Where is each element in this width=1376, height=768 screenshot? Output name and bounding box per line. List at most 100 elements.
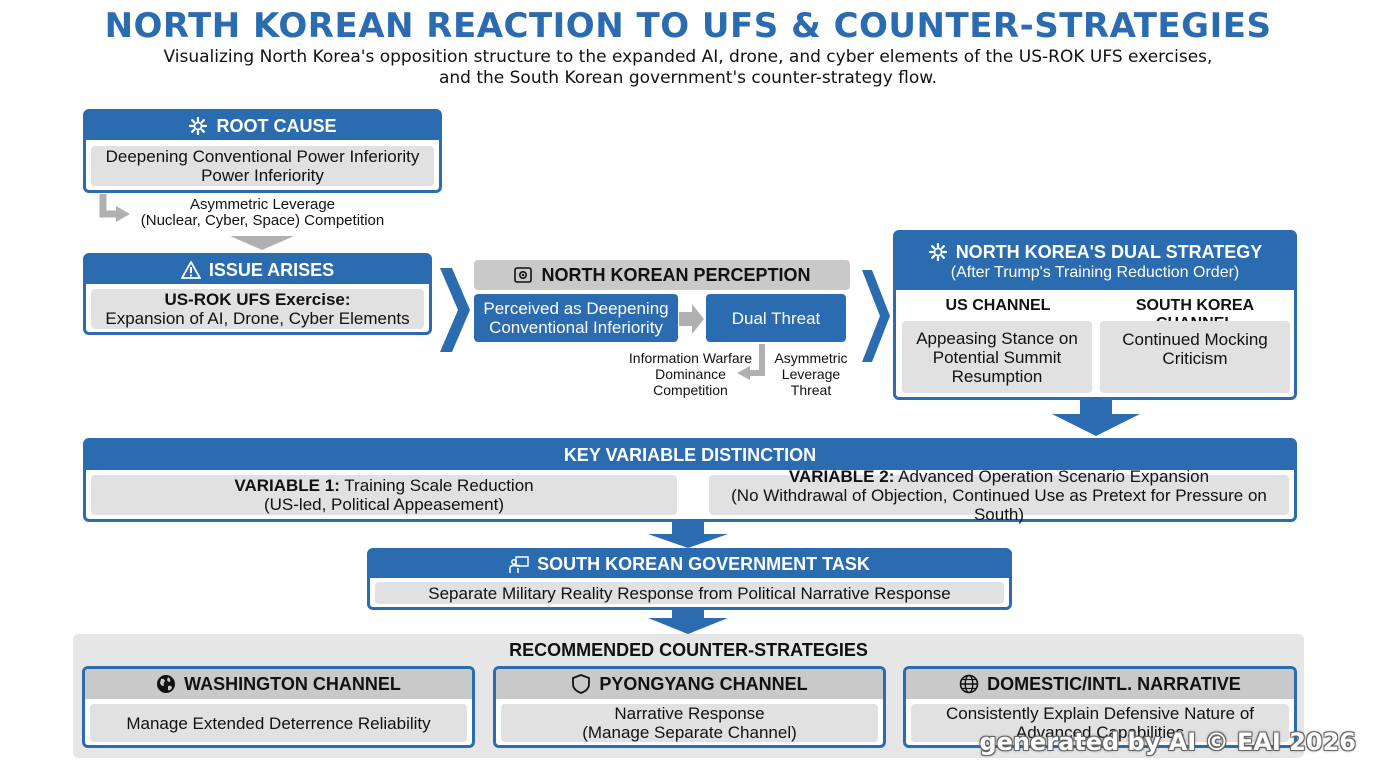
variable-1-label: VARIABLE 1:	[234, 476, 340, 495]
variable-2-text: Advanced Operation Scenario Expansion	[898, 466, 1210, 486]
key-variable-box: KEY VARIABLE DISTINCTION VARIABLE 1: Tra…	[83, 438, 1297, 524]
gear-icon	[188, 116, 208, 136]
narrative-channel-header: DOMESTIC/INTL. NARRATIVE	[906, 669, 1294, 699]
dual-threat-elbow-head	[737, 366, 750, 380]
shield-icon	[571, 674, 591, 694]
sk-task-header: SOUTH KOREAN GOVERNMENT TASK	[370, 551, 1009, 578]
variable-1-body: VARIABLE 1: Training Scale Reduction (US…	[91, 475, 677, 515]
pyongyang-line-1: Narrative Response	[614, 704, 765, 723]
dual-threat-elbow	[748, 344, 765, 376]
us-channel-line-2: Potential Summit	[932, 347, 1062, 367]
sk-task-title: SOUTH KOREAN GOVERNMENT TASK	[537, 554, 870, 574]
globe-icon	[156, 674, 176, 694]
us-channel-title: US CHANNEL	[945, 297, 1051, 314]
page-subtitle: Visualizing North Korea's opposition str…	[120, 47, 1256, 89]
root-cause-line-1: Deepening Conventional Power Inferiority	[105, 147, 420, 166]
perception-inner-arrow	[679, 304, 704, 334]
key-variable-header: KEY VARIABLE DISTINCTION	[86, 441, 1294, 470]
counter-strategies-panel: RECOMMENDED COUNTER-STRATEGIES WASHINGTO…	[73, 634, 1304, 758]
variable-2-body: VARIABLE 2: Advanced Operation Scenario …	[709, 467, 1289, 524]
sk-task-box: SOUTH KOREAN GOVERNMENT TASK Separate Mi…	[367, 548, 1012, 610]
issue-body: US-ROK UFS Exercise: Expansion of AI, Dr…	[91, 289, 424, 329]
page-title: NORTH KOREAN REACTION TO UFS & COUNTER-S…	[104, 6, 1272, 46]
narrative-channel-body: Consistently Explain Defensive Nature of…	[911, 704, 1289, 742]
perception-left-line-2: Conventional Inferiority	[489, 318, 663, 337]
perception-deepening-pill: Perceived as Deepening Conventional Infe…	[474, 294, 678, 342]
dual-threat-pill: Dual Threat	[706, 294, 846, 342]
pyongyang-channel-card: PYONGYANG CHANNEL Narrative Response (Ma…	[493, 666, 886, 748]
counter-strategies-title: RECOMMENDED COUNTER-STRATEGIES	[509, 640, 868, 660]
narrative-channel-title: DOMESTIC/INTL. NARRATIVE	[987, 673, 1241, 694]
washington-channel-header: WASHINGTON CHANNEL	[85, 669, 472, 699]
root-down-arrow	[230, 236, 294, 250]
pyongyang-channel-title: PYONGYANG CHANNEL	[599, 673, 808, 694]
root-cause-title: ROOT CAUSE	[216, 115, 337, 136]
info-warfare-line-3: Competition	[653, 382, 728, 398]
presenter-icon	[509, 555, 529, 575]
task-to-counter-arrow	[648, 610, 728, 634]
variable-2-sub: (No Withdrawal of Objection, Continued U…	[731, 485, 1267, 524]
root-elbow-arrow-head	[116, 206, 130, 222]
info-warfare-line-2: Dominance	[655, 366, 726, 382]
root-elbow-arrow	[99, 194, 118, 218]
subtitle-line-1: Visualizing North Korea's opposition str…	[163, 47, 1213, 67]
issue-box: ISSUE ARISES US-ROK UFS Exercise: Expans…	[83, 253, 432, 335]
issue-line-2: Expansion of AI, Drone, Cyber Elements	[105, 309, 410, 328]
dual-to-variable-arrow	[1052, 400, 1140, 436]
washington-channel-text: Manage Extended Deterrence Reliability	[126, 713, 431, 733]
info-warfare-line-1: Information Warfare	[628, 350, 753, 366]
narrative-line-1: Consistently Explain Defensive Nature of	[945, 704, 1255, 723]
asymmetric-threat-note: Asymmetric Leverage Threat	[766, 350, 856, 398]
us-channel-line-1: Appeasing Stance on	[916, 328, 1078, 348]
root-cause-header: ROOT CAUSE	[86, 112, 439, 140]
issue-header: ISSUE ARISES	[86, 256, 429, 284]
variable-2-label: VARIABLE 2:	[788, 466, 895, 486]
info-warfare-note: Information Warfare Dominance Competitio…	[618, 350, 763, 398]
sk-task-text: Separate Military Reality Response from …	[428, 583, 951, 603]
asymmetric-leverage-note: Asymmetric Leverage (Nuclear, Cyber, Spa…	[130, 197, 395, 229]
pyongyang-channel-header: PYONGYANG CHANNEL	[496, 669, 883, 699]
asymmetric-note-line-2: (Nuclear, Cyber, Space) Competition	[140, 212, 385, 229]
sk-task-body: Separate Military Reality Response from …	[375, 582, 1004, 604]
perception-to-dual-arrow	[862, 270, 890, 362]
perception-left-line-1: Perceived as Deepening	[483, 299, 669, 318]
pyongyang-channel-body: Narrative Response (Manage Separate Chan…	[501, 704, 878, 742]
variable-to-task-arrow	[648, 522, 728, 548]
washington-channel-title: WASHINGTON CHANNEL	[184, 673, 401, 694]
sk-channel-line-2: Criticism	[1162, 349, 1228, 368]
root-cause-box: ROOT CAUSE Deepening Conventional Power …	[83, 109, 442, 193]
key-variable-title: KEY VARIABLE DISTINCTION	[563, 445, 817, 465]
eye-icon	[513, 265, 533, 285]
dual-strategy-box: NORTH KOREA'S DUAL STRATEGY (After Trump…	[893, 230, 1297, 400]
us-channel-body: Appeasing Stance on Potential Summit Res…	[902, 321, 1092, 393]
root-cause-body: Deepening Conventional Power Inferiority…	[91, 146, 434, 186]
issue-title: ISSUE ARISES	[208, 259, 335, 280]
asym-threat-line-2: Leverage	[781, 366, 841, 382]
issue-line-1: US-ROK UFS Exercise:	[164, 290, 351, 309]
gear-icon	[928, 242, 948, 262]
dual-strategy-title: NORTH KOREA'S DUAL STRATEGY	[955, 241, 1263, 262]
variable-1-text: Training Scale Reduction	[344, 476, 534, 495]
us-channel-line-3: Resumption	[951, 366, 1043, 386]
subtitle-line-2: and the South Korean government's counte…	[438, 68, 938, 88]
globe-grid-icon	[959, 674, 979, 694]
watermark: generated by AI © EAI 2026	[979, 728, 1356, 756]
washington-channel-body: Manage Extended Deterrence Reliability	[90, 704, 467, 742]
dual-threat-label: Dual Threat	[731, 308, 821, 328]
perception-title: NORTH KOREAN PERCEPTION	[541, 264, 811, 285]
warning-icon	[180, 260, 201, 280]
perception-header: NORTH KOREAN PERCEPTION	[474, 260, 850, 290]
narrative-channel-card: DOMESTIC/INTL. NARRATIVE Consistently Ex…	[903, 666, 1297, 748]
asym-threat-line-1: Asymmetric	[774, 350, 848, 366]
root-cause-line-2: Power Inferiority	[201, 166, 324, 185]
pyongyang-line-2: (Manage Separate Channel)	[582, 723, 797, 742]
asym-threat-line-3: Threat	[790, 382, 832, 398]
asymmetric-note-line-1: Asymmetric Leverage	[189, 196, 336, 213]
dual-strategy-subtitle: (After Trump's Training Reduction Order)	[950, 263, 1240, 281]
dual-strategy-header: NORTH KOREA'S DUAL STRATEGY (After Trump…	[896, 233, 1294, 290]
sk-channel-body: Continued Mocking Criticism	[1100, 321, 1290, 393]
narrative-line-2: Advanced Capabilities	[1015, 723, 1185, 742]
washington-channel-card: WASHINGTON CHANNEL Manage Extended Deter…	[82, 666, 475, 748]
sk-channel-line-1: Continued Mocking	[1122, 330, 1268, 349]
